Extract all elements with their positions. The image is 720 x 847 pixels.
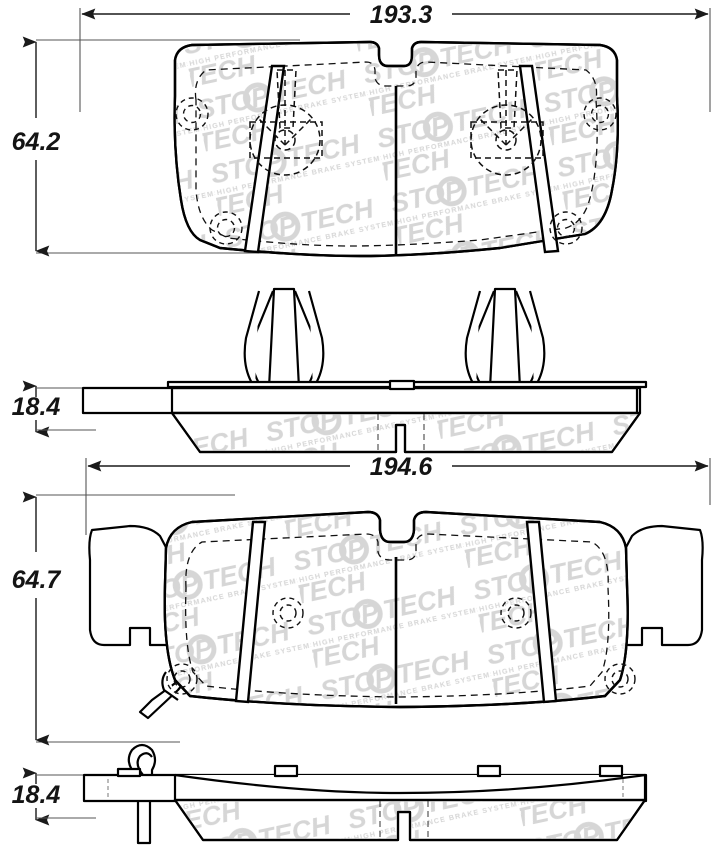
rivet-holes-lower: [166, 597, 636, 695]
dimension-bottom-pad-height: 64.7: [12, 491, 62, 746]
friction-material-outline-lower: [184, 533, 610, 698]
dimension-top-pad-height: 64.2: [12, 36, 61, 257]
backing-plate-side-lower: [82, 764, 648, 803]
rivet-holes-upper: [175, 97, 617, 245]
friction-material-outline-upper: [194, 61, 598, 247]
dimension-bottom-pad-thickness: 18.4: [12, 767, 96, 826]
extension-lines-lower: [36, 458, 711, 743]
spring-clip-right: [464, 287, 546, 390]
spring-clip-left: [243, 287, 325, 390]
dimension-top-pad-thickness: 18.4: [12, 380, 96, 438]
backing-clip-left-upper: [249, 69, 323, 176]
dimension-value-194: 194.6: [370, 453, 434, 481]
friction-slots-lower: [234, 520, 558, 704]
dimension-value-64-2: 64.2: [12, 128, 61, 156]
dimension-value-18-4-top: 18.4: [12, 393, 61, 421]
dimension-bottom-pad-width: 194.6: [87, 453, 709, 481]
dimension-value-193: 193.3: [370, 1, 433, 29]
backing-plate-side-upper: [81, 379, 648, 423]
friction-slots-upper: [243, 64, 560, 254]
dimension-top-pad-width: 193.3: [81, 1, 709, 29]
dimension-value-64-7: 64.7: [12, 566, 62, 594]
backing-clip-right-upper: [470, 69, 544, 176]
dimension-value-18-4-bottom: 18.4: [12, 781, 61, 809]
